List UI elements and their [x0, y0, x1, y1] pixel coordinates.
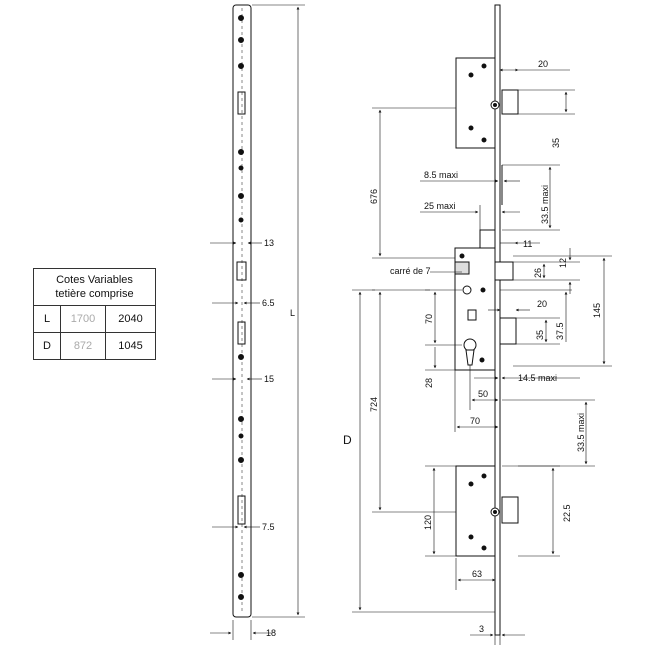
table-header: Cotes Variables tetière comprise [33, 268, 156, 306]
lock-dim-labels: 20 35 8.5 maxi 33.5 maxi 25 maxi 676 11 … [343, 59, 602, 634]
dim-63: 63 [472, 569, 482, 579]
bar-width-dims [210, 241, 272, 640]
bottom-lock-case [455, 465, 519, 557]
dim-28: 28 [424, 378, 434, 388]
row-new-value: 1045 [105, 332, 156, 360]
dim-120: 120 [423, 515, 433, 530]
table-row: L 1700 2040 [33, 305, 156, 333]
dim-20-mid: 20 [537, 299, 547, 309]
row-new-value: 2040 [105, 305, 156, 333]
dim-18: 18 [266, 628, 276, 638]
lock-dims [352, 68, 612, 645]
dim-724: 724 [369, 397, 379, 412]
dim-676: 676 [369, 189, 379, 204]
row-key: D [33, 332, 61, 360]
dim-145: 145 [592, 303, 602, 318]
dim-12: 12 [558, 258, 568, 268]
central-lock-case [454, 229, 517, 371]
rods [499, 148, 503, 635]
dim-33-5-maxi-bottom: 33.5 maxi [576, 413, 586, 452]
dim-25-maxi: 25 maxi [424, 201, 456, 211]
dim-L [252, 4, 305, 618]
top-lock-case [455, 57, 519, 149]
variable-dimensions-table: Cotes Variables tetière comprise L 1700 … [33, 268, 156, 360]
dim-3: 3 [479, 624, 484, 634]
dim-20-top: 20 [538, 59, 548, 69]
dim-carre-de-7: carré de 7 [390, 266, 431, 276]
table-title-line1: Cotes Variables [56, 274, 133, 286]
dim-11: 11 [523, 239, 532, 249]
row-old-value: 1700 [60, 305, 106, 333]
dim-50: 50 [478, 389, 488, 399]
row-old-value: 872 [60, 332, 106, 360]
dim-37-5: 37.5 [555, 322, 565, 340]
striker-bar [232, 4, 252, 618]
dim-14-5-maxi: 14.5 maxi [518, 373, 557, 383]
dim-70-vertical: 70 [424, 314, 434, 324]
dim-22-5: 22.5 [562, 504, 572, 522]
dim-35-mid: 35 [535, 330, 545, 340]
dim-33-5-maxi-top: 33.5 maxi [540, 185, 550, 224]
dim-26: 26 [533, 268, 543, 278]
dim-15: 15 [264, 374, 274, 384]
dim-8-5-maxi: 8.5 maxi [424, 170, 458, 180]
dim-35-top: 35 [551, 138, 561, 148]
dim-13: 13 [264, 238, 274, 248]
dim-7-5: 7.5 [262, 522, 275, 532]
table-row: D 872 1045 [33, 332, 156, 360]
label-L: L [290, 308, 295, 318]
faceplate [494, 4, 501, 636]
table-title-line2: tetière comprise [55, 288, 134, 300]
dim-6-5: 6.5 [262, 298, 275, 308]
row-key: L [33, 305, 61, 333]
dim-70-horizontal: 70 [470, 416, 480, 426]
dim-D: D [343, 433, 352, 447]
